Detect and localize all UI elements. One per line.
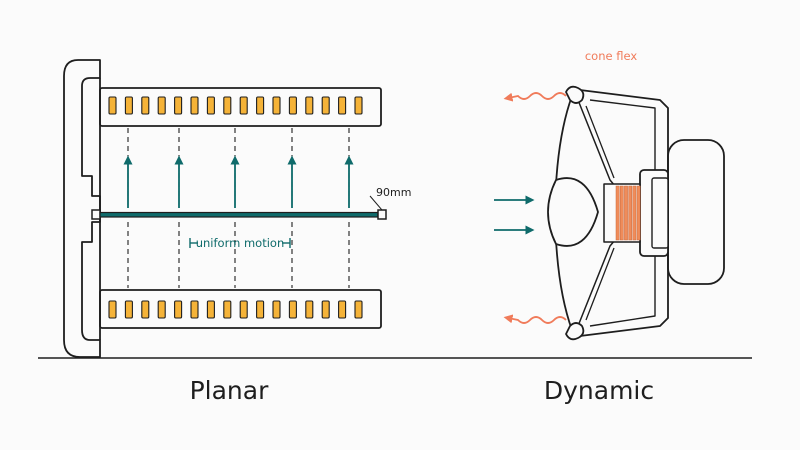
magnet-slot-bottom [174,300,183,319]
dynamic-dust-cap [547,177,599,247]
magnet-slot-bottom [124,300,133,319]
magnet-slot-bottom [272,300,281,319]
coil-winding [628,185,633,241]
magnet-slot-bottom [321,300,330,319]
magnet-slot-bottom [141,300,150,319]
magnet-slot-bottom [239,300,248,319]
magnet-slot-top [124,96,133,115]
planar-diaphragm [91,209,387,220]
dynamic-surround-bottom [565,322,585,341]
magnet-slot-top [256,96,265,115]
incoming-arrows [494,195,535,235]
uniform-motion-bracket [189,238,291,248]
voice-coil [615,185,641,241]
uniform-arrows [123,155,354,208]
magnet-slot-top [206,96,215,115]
magnet-slot-bottom [223,300,232,319]
coil-winding [619,185,624,241]
magnet-slot-bottom [157,300,166,319]
magnet-slot-top [223,96,232,115]
planar-housing [63,59,101,358]
flex-arrow-top [503,92,567,102]
flex-arrow-bottom [503,314,567,324]
planar-title: Planar [190,376,270,405]
coil-winding [615,185,620,241]
magnet-slot-bottom [190,300,199,319]
magnet-slot-bottom [256,300,265,319]
coil-winding [632,185,637,241]
magnet-slot-top [288,96,297,115]
magnet-slot-top [157,96,166,115]
magnet-slots [108,96,363,319]
magnet-slot-bottom [108,300,117,319]
magnet-slot-top [141,96,150,115]
size-leader [369,195,383,211]
planar-magnet-array-bottom [99,289,382,329]
magnet-slot-bottom [354,300,363,319]
magnet-slot-top [190,96,199,115]
magnet-slot-bottom [206,300,215,319]
field-lines [127,128,350,288]
dynamic-title: Dynamic [544,376,654,405]
magnet-slot-bottom [288,300,297,319]
dynamic-surround-top [565,85,585,104]
dynamic-back-magnet [667,139,725,285]
magnet-slot-top [239,96,248,115]
coil-winding [624,185,628,241]
cone-flex-label: cone flex [585,49,637,63]
magnet-slot-top [174,96,183,115]
coil-winding [636,185,641,241]
magnet-slot-top [338,96,347,115]
magnet-slot-bottom [338,300,347,319]
magnet-slot-top [108,96,117,115]
planar-driver [63,59,382,358]
magnet-slot-top [321,96,330,115]
uniform-motion-label: uniform motion [196,236,285,250]
dynamic-driver [547,85,725,341]
diaphragm-size-label: 90mm [376,186,411,199]
magnet-slot-top [305,96,314,115]
planar-magnet-array-top [99,87,382,127]
magnet-slot-top [354,96,363,115]
magnet-slot-bottom [305,300,314,319]
magnet-slot-top [272,96,281,115]
